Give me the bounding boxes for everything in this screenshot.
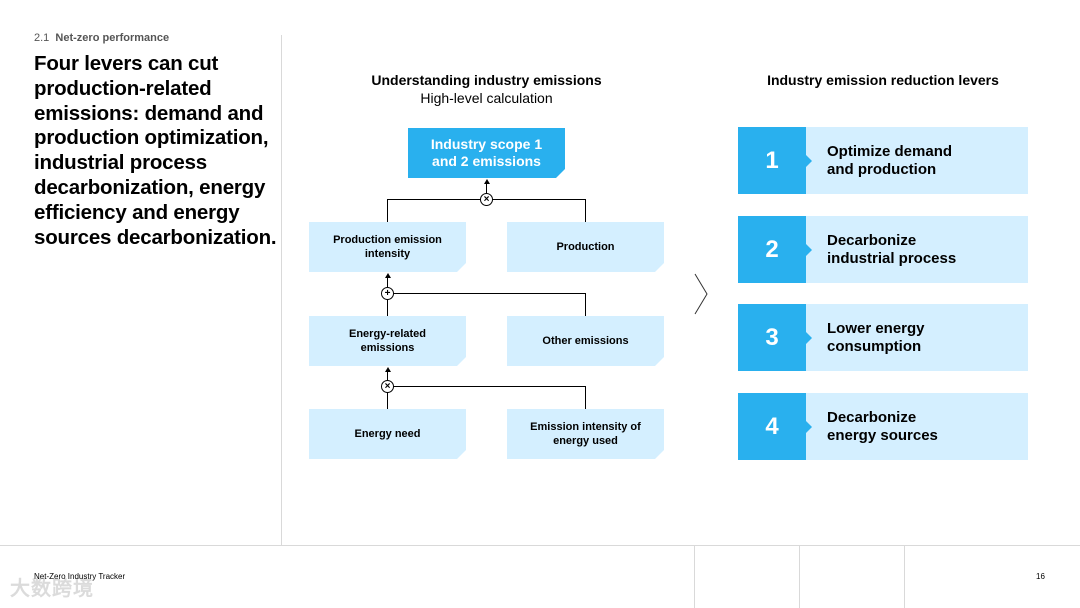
section-number: 2.1 bbox=[34, 32, 50, 44]
industry-emissions-label: Industry scope 1 and 2 emissions bbox=[430, 136, 543, 169]
diagram-title: Understanding industry emissions bbox=[371, 72, 602, 88]
production-emission-intensity-box: Production emission intensity bbox=[309, 222, 466, 272]
lever-4: 4 Decarbonize energy sources bbox=[738, 393, 1028, 460]
footer-divider bbox=[694, 545, 695, 608]
page-number: 16 bbox=[1036, 572, 1045, 581]
box-label: Energy-related emissions bbox=[348, 328, 427, 354]
lever-3: 3 Lower energy consumption bbox=[738, 304, 1028, 371]
footer-divider bbox=[799, 545, 800, 608]
levers-title: Industry emission reduction levers bbox=[767, 72, 999, 88]
box-label: Production emission intensity bbox=[333, 234, 442, 260]
section-label: 2.1 Net-zero performance bbox=[34, 32, 169, 44]
watermark: 大数跨境 bbox=[10, 578, 94, 600]
box-label: Emission intensity of energy used bbox=[530, 421, 641, 447]
emission-intensity-energy-box: Emission intensity of energy used bbox=[507, 409, 664, 459]
production-box: Production bbox=[507, 222, 664, 272]
footer-title: Net-Zero Industry Tracker bbox=[34, 572, 126, 581]
connector bbox=[387, 386, 388, 409]
lever-label: Lower energy consumption bbox=[827, 319, 925, 355]
lever-number: 1 bbox=[738, 127, 812, 194]
energy-need-box: Energy need bbox=[309, 409, 466, 459]
industry-emissions-box: Industry scope 1 and 2 emissions bbox=[408, 128, 565, 178]
connector bbox=[486, 184, 487, 194]
lever-label: Decarbonize industrial process bbox=[827, 231, 957, 267]
chevron-right-icon bbox=[694, 273, 708, 315]
box-label: Production bbox=[556, 241, 615, 253]
connector bbox=[387, 293, 586, 294]
multiply-operator: × bbox=[480, 193, 493, 206]
footer-divider bbox=[904, 545, 905, 608]
multiply-operator: × bbox=[381, 380, 394, 393]
arrowhead bbox=[384, 367, 391, 372]
connector bbox=[585, 386, 586, 409]
headline: Four levers can cut production-related e… bbox=[34, 52, 277, 249]
arrowhead bbox=[384, 273, 391, 278]
lever-number: 4 bbox=[738, 393, 812, 460]
footer-divider bbox=[0, 545, 1080, 546]
arrowhead bbox=[483, 179, 490, 184]
connector bbox=[585, 199, 586, 222]
lever-number: 3 bbox=[738, 304, 812, 371]
diagram-subtitle: High-level calculation bbox=[420, 90, 553, 106]
box-label: Other emissions bbox=[542, 335, 629, 347]
connector bbox=[387, 199, 388, 222]
lever-label: Decarbonize energy sources bbox=[827, 408, 938, 444]
lever-2: 2 Decarbonize industrial process bbox=[738, 216, 1028, 283]
lever-1: 1 Optimize demand and production bbox=[738, 127, 1028, 194]
lever-label: Optimize demand and production bbox=[827, 142, 953, 178]
energy-related-emissions-box: Energy-related emissions bbox=[309, 316, 466, 366]
connector bbox=[387, 386, 586, 387]
lever-number: 2 bbox=[738, 216, 812, 283]
connector bbox=[387, 372, 388, 381]
plus-operator: + bbox=[381, 287, 394, 300]
connector bbox=[387, 278, 388, 287]
other-emissions-box: Other emissions bbox=[507, 316, 664, 366]
vertical-divider bbox=[281, 35, 282, 545]
section-title: Net-zero performance bbox=[55, 32, 170, 44]
box-label: Energy need bbox=[354, 428, 421, 440]
connector bbox=[585, 293, 586, 316]
connector bbox=[387, 293, 388, 316]
